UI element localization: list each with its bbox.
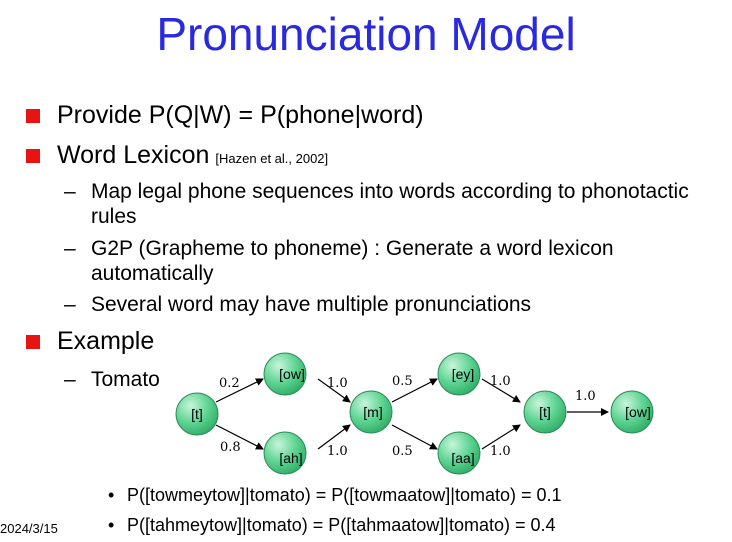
sub-bullet-g2p: – G2P (Grapheme to phoneme) : Generate a…	[64, 236, 732, 286]
node-label: [ah]	[279, 450, 302, 466]
dot-bullet-text: P([tahmeytow]|tomato) = P([tahmaatow]|to…	[127, 515, 556, 535]
dot-bullet-tah: • P([tahmeytow]|tomato) = P([tahmaatow]|…	[108, 514, 556, 536]
square-bullet-icon	[26, 109, 40, 123]
node-label: [ow]	[279, 366, 305, 382]
node-ow-end: [ow]	[610, 390, 654, 434]
bullet-text: Provide P(Q|W) = P(phone|word)	[57, 101, 424, 129]
edge-ah-m	[317, 424, 351, 450]
node-t-start: [t]	[175, 392, 219, 436]
bullet-example: Example	[26, 326, 154, 356]
node-label: [ey]	[452, 366, 475, 382]
node-aa: [aa]	[437, 431, 481, 475]
edge-ow-m	[317, 378, 351, 403]
square-bullet-icon	[26, 335, 40, 349]
dash-bullet-icon: –	[64, 180, 76, 203]
prob-label: 0.2	[219, 376, 240, 391]
dash-bullet-icon: –	[64, 237, 76, 260]
edge-m-aa	[391, 424, 438, 450]
sub-bullet-tomato: – Tomato	[64, 367, 160, 392]
node-label: [t]	[539, 404, 551, 420]
sub-bullet-multiple: – Several word may have multiple pronunc…	[64, 292, 732, 317]
sub-bullet-text: Several word may have multiple pronuncia…	[91, 293, 532, 316]
dot-bullet-text: P([towmeytow]|tomato) = P([towmaatow]|to…	[127, 485, 562, 505]
bullet-word-lexicon: Word Lexicon [Hazen et al., 2002]	[26, 140, 328, 170]
dot-bullet-tow: • P([towmeytow]|tomato) = P([towmaatow]|…	[108, 484, 562, 506]
prob-label: 0.5	[392, 374, 413, 389]
dash-bullet-icon: –	[64, 293, 76, 316]
edge-t-ah	[215, 424, 264, 450]
node-label: [t]	[191, 406, 203, 422]
prob-label: 1.0	[575, 389, 596, 404]
prob-label: 1.0	[490, 374, 511, 389]
edge-m-ey	[391, 378, 438, 403]
prob-label: 0.5	[392, 444, 413, 459]
slide-title: Pronunciation Model	[156, 8, 576, 60]
dot-bullet-icon: •	[108, 515, 115, 535]
square-bullet-icon	[26, 149, 40, 163]
sub-bullet-text: Tomato	[91, 368, 160, 391]
sub-bullet-phonotactic: – Map legal phone sequences into words a…	[64, 179, 732, 229]
slide-date: 2024/3/15	[0, 521, 58, 536]
sub-bullet-text: Map legal phone sequences into words acc…	[91, 180, 689, 228]
edge-aa-t	[481, 424, 521, 450]
edge-t-ow	[215, 378, 264, 403]
citation: [Hazen et al., 2002]	[215, 151, 329, 166]
node-t-mid: [t]	[523, 390, 567, 434]
node-label: [m]	[363, 404, 382, 420]
prob-label: 1.0	[490, 444, 511, 459]
node-label: [ow]	[625, 404, 651, 420]
bullet-text: Example	[57, 327, 155, 355]
bullet-text: Word Lexicon	[57, 141, 210, 169]
dash-bullet-icon: –	[64, 368, 76, 391]
node-label: [aa]	[451, 450, 474, 466]
dot-bullet-icon: •	[108, 485, 115, 505]
node-ah: [ah]	[263, 431, 307, 475]
node-m: [m]	[349, 390, 393, 434]
prob-label: 0.8	[220, 440, 241, 455]
edge-ey-t	[481, 378, 521, 403]
sub-bullet-text: G2P (Grapheme to phoneme) : Generate a w…	[91, 237, 614, 285]
bullet-provide: Provide P(Q|W) = P(phone|word)	[26, 100, 424, 130]
prob-label: 1.0	[327, 376, 348, 391]
node-ey: [ey]	[437, 352, 481, 396]
prob-label: 1.0	[327, 444, 348, 459]
node-ow: [ow]	[263, 352, 307, 396]
